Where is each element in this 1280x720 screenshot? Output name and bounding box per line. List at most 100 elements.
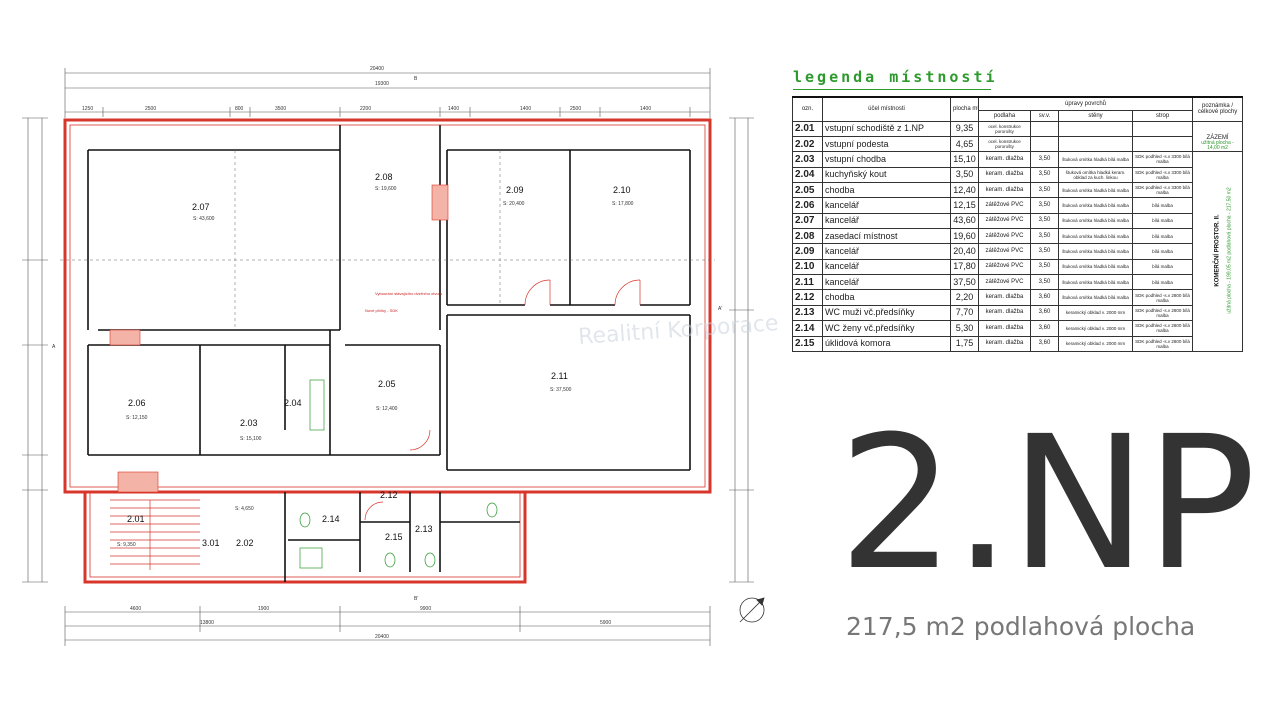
- dim-top-b: 2500: [145, 106, 156, 112]
- room-height: 3,60: [1030, 320, 1059, 337]
- room-area: 5,30: [950, 320, 979, 337]
- room-floor: zátěžové PVC: [978, 243, 1031, 260]
- dim-bottom-b: 1900: [258, 606, 269, 612]
- room-id: 2.03: [792, 151, 823, 168]
- legend-header-height: sv.v.: [1030, 109, 1059, 122]
- dim-top-g: 1400: [520, 106, 531, 112]
- room-name: kuchyňský kout: [822, 166, 951, 183]
- legend-row: 2.05 chodba 12,40 keram. dlažba 3,50 štu…: [792, 181, 1243, 199]
- room-floor: ocel. konstrukce pororošty: [978, 135, 1031, 153]
- legend-row: 2.15 úklidová komora 1,75 keram. dlažba …: [792, 335, 1243, 353]
- room-name: kancelář: [822, 243, 951, 260]
- room-walls: štuková omítka hladká bílá malba: [1058, 181, 1133, 199]
- sanitary-fixtures: [299, 379, 498, 569]
- legend-row: 2.02 vstupní podesta 4,65 ocel. konstruk…: [792, 135, 1243, 153]
- dim-bottom-c: 9900: [420, 606, 431, 612]
- north-arrow-icon: [739, 597, 765, 623]
- legend-notes-commercial: KOMERČNÍ PROSTOR. II. užitná plocha - 19…: [1192, 151, 1244, 352]
- room-legend-table: ozn. účel místnosti plocha m² úpravy pov…: [792, 96, 1244, 353]
- room-floor: keram. dlažba: [978, 304, 1031, 322]
- room-height: 3,50: [1030, 243, 1059, 260]
- room-name: chodba: [822, 289, 951, 306]
- legend-title-underline: [793, 89, 991, 90]
- dim-top-h: 2500: [570, 106, 581, 112]
- room-3-01-label: 3.01: [202, 538, 220, 548]
- legend-row: 2.07 kancelář 43,60 zátěžové PVC 3,50 št…: [792, 212, 1243, 230]
- dim-top-a: 1250: [82, 106, 93, 112]
- room-area: 7,70: [950, 304, 979, 322]
- room-2-08-label: 2.08: [375, 172, 393, 182]
- legend-row: 2.11 kancelář 37,50 zátěžové PVC 3,50 št…: [792, 274, 1243, 291]
- room-2-06-area: S: 12,150: [126, 415, 148, 421]
- room-area: 9,35: [950, 120, 979, 137]
- dimension-lines-top: [64, 68, 711, 118]
- room-walls: štuková omítka hladká bílá malba: [1058, 274, 1133, 291]
- room-2-03-area: S: 15,100: [240, 436, 262, 442]
- room-id: 2.14: [792, 320, 823, 337]
- room-ceiling: bílá malba: [1131, 258, 1194, 276]
- room-ceiling: bílá malba: [1131, 243, 1194, 260]
- room-ceiling: SDK podhled -s.v 2800 bílá malba: [1131, 289, 1194, 306]
- dim-bottom-e: 5900: [600, 620, 611, 626]
- room-height: 3,60: [1030, 335, 1059, 353]
- room-area: 43,60: [950, 212, 979, 230]
- room-ceiling: bílá malba: [1131, 274, 1194, 291]
- room-floor: zátěžové PVC: [978, 274, 1031, 291]
- room-2-09-label: 2.09: [506, 185, 524, 195]
- room-ceiling: bílá malba: [1131, 212, 1194, 230]
- interior-walls: [87, 125, 691, 582]
- room-area: 2,20: [950, 289, 979, 306]
- room-height: 3,50: [1030, 197, 1059, 214]
- axis-lines: [60, 150, 715, 330]
- room-name: vstupní schodiště z 1.NP: [822, 120, 951, 137]
- room-floor: keram. dlažba: [978, 166, 1031, 183]
- room-walls: štuková omítka hladká keram. obklad za k…: [1058, 166, 1133, 183]
- room-2-12-label: 2.12: [380, 490, 398, 500]
- dim-total-top: 20400: [370, 66, 384, 72]
- room-height: 3,50: [1030, 212, 1059, 230]
- room-2-03-label: 2.03: [240, 418, 258, 428]
- room-walls: štuková omítka hladká bílá malba: [1058, 151, 1133, 168]
- legend-row: 2.14 WC ženy vč.předsíňky 5,30 keram. dl…: [792, 320, 1243, 337]
- room-name: kancelář: [822, 274, 951, 291]
- dim-bottom-total: 20400: [375, 634, 389, 640]
- room-height: [1030, 120, 1059, 137]
- dim-top-d: 3500: [275, 106, 286, 112]
- room-labels: 2.07 S: 43,600 2.08 S: 19,600 2.09 S: 20…: [117, 172, 634, 548]
- room-id: 2.02: [792, 135, 823, 153]
- room-height: 3,50: [1030, 228, 1059, 245]
- door-swings: [364, 279, 641, 521]
- room-2-07-area: S: 43,600: [193, 216, 215, 222]
- room-walls: [1058, 135, 1133, 153]
- legend-header-ceiling: strop: [1131, 109, 1194, 122]
- legend-header-walls: stěny: [1058, 109, 1133, 122]
- room-2-05-label: 2.05: [378, 379, 396, 389]
- legend-header-id: ozn.: [792, 96, 823, 122]
- zazemi-label: ZÁZEMÍ: [1206, 134, 1229, 141]
- room-ceiling: [1131, 120, 1194, 137]
- room-2-01-label: 2.01: [127, 514, 145, 524]
- outer-wall-inner-line: [69, 124, 706, 578]
- room-ceiling: bílá malba: [1131, 228, 1194, 245]
- room-height: 3,60: [1030, 304, 1059, 322]
- dim-bottom-d: 13800: [200, 620, 214, 626]
- room-height: [1030, 135, 1059, 153]
- legend-row: 2.06 kancelář 12,15 zátěžové PVC 3,50 št…: [792, 197, 1243, 214]
- room-walls: štuková omítka hladká bílá malba: [1058, 289, 1133, 306]
- room-2-09-area: S: 20,400: [503, 201, 525, 207]
- floor-area-caption: 217,5 m2 podlahová plocha: [846, 612, 1196, 641]
- room-name: kancelář: [822, 258, 951, 276]
- room-floor: keram. dlažba: [978, 181, 1031, 199]
- structural-block-a: [109, 329, 141, 346]
- legend-row: 2.13 WC muži vč.předsíňky 7,70 keram. dl…: [792, 304, 1243, 322]
- room-height: 3,50: [1030, 274, 1059, 291]
- floor-label: 2.NP: [838, 397, 1256, 611]
- section-mark-b: B: [414, 76, 418, 82]
- legend-header-area: plocha m²: [950, 96, 979, 122]
- room-id: 2.12: [792, 289, 823, 306]
- structural-block-b: [431, 184, 449, 221]
- demolition-note: Vybourání stávajícího dveřního otvoru: [375, 291, 442, 296]
- room-ceiling: SDK podhled -s.v 3300 bílá malba: [1131, 181, 1194, 199]
- room-area: 3,50: [950, 166, 979, 183]
- room-height: 3,50: [1030, 151, 1059, 168]
